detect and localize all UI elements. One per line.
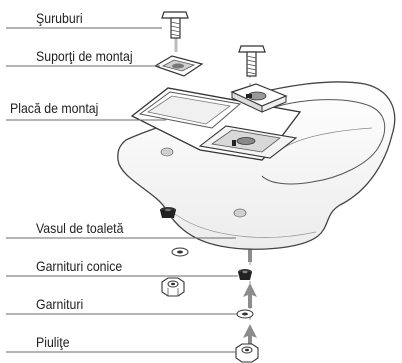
nut-axis-icon bbox=[235, 343, 259, 363]
washer-icon bbox=[171, 247, 189, 257]
label-screws: Şuruburi bbox=[36, 10, 83, 26]
label-mounting-brackets: Suporţi de montaj bbox=[36, 48, 133, 64]
label-mounting-plate: Placă de montaj bbox=[10, 100, 99, 116]
label-conical-gaskets: Garnituri conice bbox=[36, 258, 123, 274]
conical-gasket-icon bbox=[160, 207, 176, 218]
label-toilet-bowl: Vasul de toaletă bbox=[36, 220, 124, 236]
label-nuts: Piuliţe bbox=[36, 334, 70, 350]
conical-gasket-axis-icon bbox=[238, 269, 252, 280]
washer-axis-icon bbox=[236, 309, 254, 319]
nut-icon bbox=[161, 277, 185, 297]
mounting-bracket-left bbox=[153, 55, 204, 77]
leader-lines bbox=[6, 27, 238, 353]
label-gaskets: Garnituri bbox=[36, 296, 84, 312]
screw-icon bbox=[161, 11, 266, 77]
mounting-bracket-right bbox=[230, 83, 288, 113]
